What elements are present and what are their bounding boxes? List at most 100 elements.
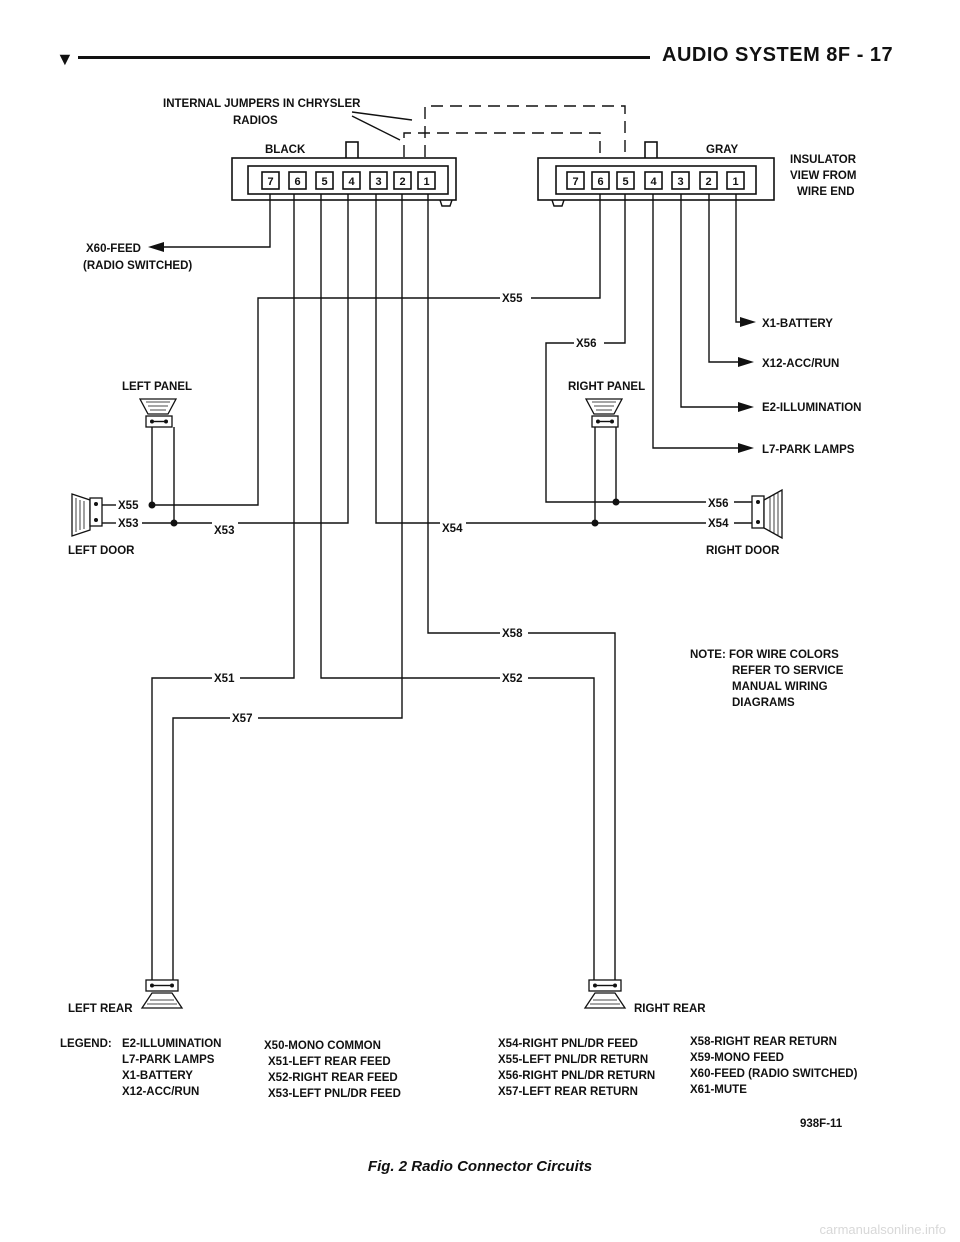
x1-arrow-icon <box>740 317 756 327</box>
left-rear-speaker-icon <box>140 979 184 1009</box>
left-panel-label: LEFT PANEL <box>122 381 192 393</box>
x51-wire-left <box>151 677 212 980</box>
insulator-label-1: INSULATOR <box>790 154 857 166</box>
gray-connector-label: GRAY <box>706 144 738 156</box>
right-rear-speaker-icon <box>583 979 627 1009</box>
legend-item: X60-FEED (RADIO SWITCHED) <box>690 1068 858 1080</box>
legend-item: X55-LEFT PNL/DR RETURN <box>498 1054 648 1066</box>
gray-connector-pins: 7 6 5 4 3 2 1 <box>566 171 745 190</box>
legend-item: X56-RIGHT PNL/DR RETURN <box>498 1070 655 1082</box>
x53-wire-right <box>238 194 349 524</box>
black-connector-pins: 7 6 5 4 3 2 1 <box>261 171 436 190</box>
right-panel-label: RIGHT PANEL <box>568 381 645 393</box>
legend-item: X12-ACC/RUN <box>122 1086 199 1098</box>
x52-label: X52 <box>502 673 522 685</box>
x56-wire-top <box>604 194 626 344</box>
x54-wire-left <box>375 194 440 524</box>
x51-label: X51 <box>214 673 235 685</box>
internal-jumper-2 <box>403 132 601 157</box>
figure-code: 938F-11 <box>800 1118 843 1130</box>
x58-wire-right <box>528 632 616 980</box>
note-line-1: NOTE: FOR WIRE COLORS <box>690 649 839 661</box>
x55-wire-left <box>150 297 500 506</box>
left-door-x53-label: X53 <box>118 518 138 530</box>
gray-pin-2: 2 <box>705 176 711 188</box>
legend-item: L7-PARK LAMPS <box>122 1054 215 1066</box>
right-door-label: RIGHT DOOR <box>706 545 780 557</box>
legend-title: LEGEND: <box>60 1038 112 1050</box>
black-connector-label: BLACK <box>265 144 306 156</box>
note-line-2: REFER TO SERVICE <box>732 665 844 677</box>
note-line-3: MANUAL WIRING <box>732 681 828 693</box>
legend-item: X59-MONO FEED <box>690 1052 784 1064</box>
l7-park-label: L7-PARK LAMPS <box>762 444 855 456</box>
gray-pin-3: 3 <box>677 176 683 188</box>
radio-switched-label: (RADIO SWITCHED) <box>83 260 192 272</box>
l7-arrow-icon <box>738 443 754 453</box>
right-door-x56-label: X56 <box>708 498 728 510</box>
x57-wire-left <box>172 717 230 980</box>
jumper-pointer-2 <box>351 115 401 141</box>
x51-wire-right <box>240 194 295 679</box>
x58-wire-left <box>427 194 500 634</box>
x1-battery-wire <box>735 194 746 323</box>
insulator-label-3: WIRE END <box>797 186 855 198</box>
legend-item: X1-BATTERY <box>122 1070 193 1082</box>
x58-label: X58 <box>502 628 523 640</box>
gray-pin-1: 1 <box>732 176 738 188</box>
gray-pin-4: 4 <box>650 176 657 188</box>
legend-item: X54-RIGHT PNL/DR FEED <box>498 1038 638 1050</box>
x52-wire-left <box>320 194 500 679</box>
x60-feed-wire <box>162 194 271 248</box>
x60-arrow-icon <box>148 242 164 252</box>
x53-label: X53 <box>214 525 234 537</box>
jumper-pointer-1 <box>351 111 413 121</box>
black-pin-6: 6 <box>294 176 300 188</box>
x12-accrun-wire <box>708 194 742 363</box>
left-door-x55-label: X55 <box>118 500 139 512</box>
l7-park-wire <box>652 194 742 449</box>
legend-item: E2-ILLUMINATION <box>122 1038 221 1050</box>
black-pin-4: 4 <box>348 176 355 188</box>
insulator-label-2: VIEW FROM <box>790 170 856 182</box>
legend-item: X57-LEFT REAR RETURN <box>498 1086 638 1098</box>
note-line-4: DIAGRAMS <box>732 697 795 709</box>
x57-label: X57 <box>232 713 252 725</box>
x57-wire-right <box>258 194 403 719</box>
header-rule <box>78 56 650 59</box>
black-pin-2: 2 <box>399 176 405 188</box>
x54-label: X54 <box>442 523 463 535</box>
x56-wire-bottom <box>545 342 706 503</box>
black-pin-5: 5 <box>321 176 327 188</box>
right-door-x54-label: X54 <box>708 518 729 530</box>
gray-pin-5: 5 <box>622 176 628 188</box>
right-rear-label: RIGHT REAR <box>634 1003 706 1015</box>
legend: LEGEND: E2-ILLUMINATION L7-PARK LAMPS X1… <box>60 1036 858 1100</box>
black-pin-7: 7 <box>267 176 273 188</box>
internal-jumper-1 <box>424 105 626 157</box>
legend-item: X52-RIGHT REAR FEED <box>268 1072 398 1084</box>
gray-pin-7: 7 <box>572 176 578 188</box>
splice-x55-left <box>148 501 156 509</box>
x55-label: X55 <box>502 293 523 305</box>
legend-item: X50-MONO COMMON <box>264 1040 381 1052</box>
black-pin-3: 3 <box>375 176 381 188</box>
jumpers-label: INTERNAL JUMPERS IN CHRYSLER <box>163 98 361 110</box>
black-pin-1: 1 <box>423 176 429 188</box>
legend-item: X58-RIGHT REAR RETURN <box>690 1036 837 1048</box>
right-panel-speaker-icon <box>584 398 624 428</box>
x1-battery-label: X1-BATTERY <box>762 318 833 330</box>
left-rear-label: LEFT REAR <box>68 1003 133 1015</box>
page-header-title: AUDIO SYSTEM 8F - 17 <box>662 44 894 66</box>
left-door-speaker-icon <box>71 493 103 537</box>
left-panel-speaker-icon <box>138 398 178 428</box>
jumpers-label-2: RADIOS <box>233 115 278 127</box>
e2-illumination-label: E2-ILLUMINATION <box>762 402 861 414</box>
header-triangle-icon: ▼ <box>56 49 74 69</box>
watermark: carmanualsonline.info <box>819 1222 946 1237</box>
e2-arrow-icon <box>738 402 754 412</box>
figure-caption: Fig. 2 Radio Connector Circuits <box>367 1158 593 1175</box>
left-door-label: LEFT DOOR <box>68 545 135 557</box>
e2-illumination-wire <box>680 194 742 408</box>
